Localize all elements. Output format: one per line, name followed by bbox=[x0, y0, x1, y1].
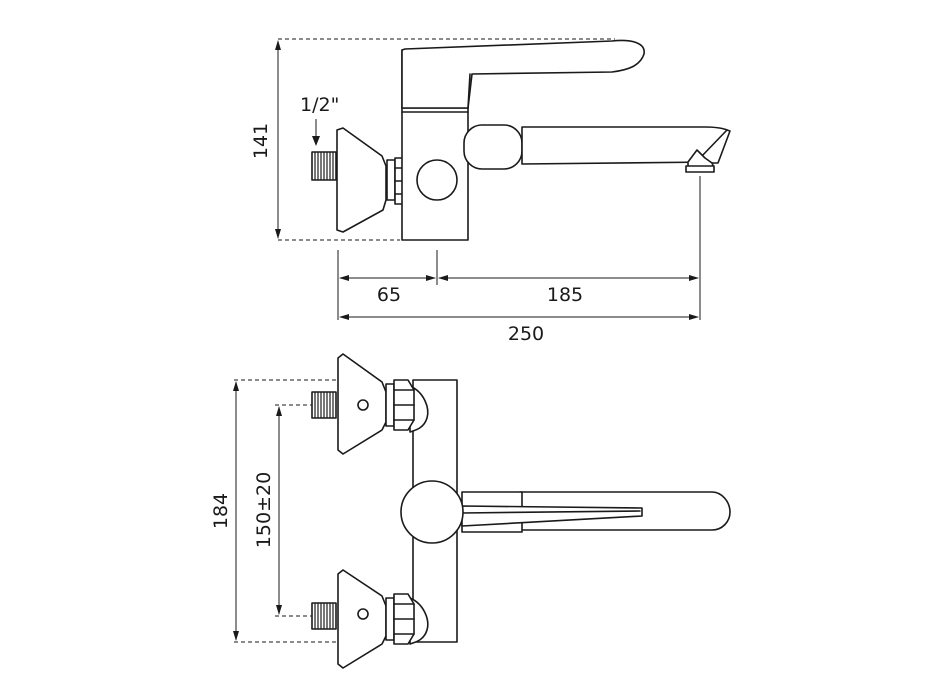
side-spout bbox=[463, 124, 731, 173]
side-valve-knob bbox=[416, 159, 458, 201]
dim-inlet-spacing: 150±20 bbox=[253, 406, 282, 615]
dim-total-length: 250 bbox=[339, 314, 699, 345]
dim-nut-to-spout: 185 bbox=[438, 275, 699, 306]
top-upper-inlet bbox=[311, 353, 429, 455]
dim-wall-to-nut-label: 65 bbox=[377, 284, 401, 306]
thread-size-label: 1/2" bbox=[300, 94, 339, 116]
dim-wall-to-nut: 65 bbox=[339, 275, 436, 306]
dim-height-top-label: 184 bbox=[210, 493, 232, 529]
top-spout-lever bbox=[400, 480, 731, 544]
side-lever-handle bbox=[401, 39, 645, 109]
dim-height-side: 141 bbox=[250, 40, 281, 239]
dim-height-top: 184 bbox=[210, 381, 239, 641]
dim-inlet-spacing-label: 150±20 bbox=[253, 472, 275, 548]
top-valve-knob bbox=[400, 480, 464, 544]
top-view: 184 150±20 bbox=[210, 353, 731, 669]
dim-height-side-label: 141 bbox=[250, 123, 272, 159]
dim-total-length-label: 250 bbox=[508, 323, 544, 345]
top-lower-inlet bbox=[311, 569, 429, 669]
side-inlet-thread bbox=[311, 151, 337, 181]
side-view: 141 1/2" bbox=[250, 38, 731, 345]
thread-size-callout: 1/2" bbox=[300, 94, 339, 146]
dim-nut-to-spout-label: 185 bbox=[547, 284, 583, 306]
side-escutcheon bbox=[336, 127, 387, 233]
